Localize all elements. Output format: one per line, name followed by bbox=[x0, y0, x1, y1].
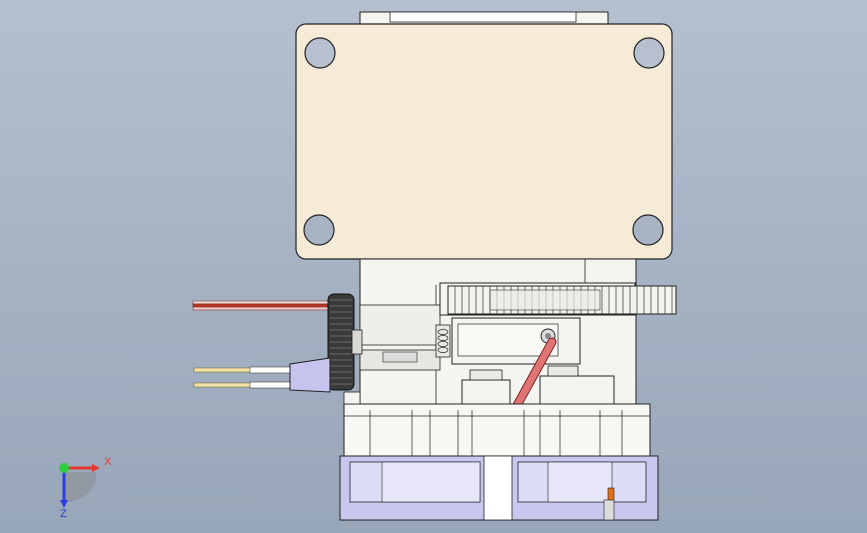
top-cap bbox=[359, 11, 609, 27]
mount-hole-bottom-right bbox=[632, 214, 664, 246]
spring-lever bbox=[435, 317, 581, 365]
mount-hole-bottom-left bbox=[303, 214, 335, 246]
pink-rod bbox=[510, 337, 557, 414]
knurled-knob bbox=[327, 293, 363, 391]
mount-hole-top-left bbox=[304, 37, 336, 69]
triad-graphic bbox=[59, 463, 100, 508]
z-axis-label: Z bbox=[60, 508, 67, 520]
blue-base bbox=[339, 455, 659, 521]
sensor-cable bbox=[193, 357, 331, 393]
coordinate-triad-icon: X Z bbox=[40, 452, 120, 522]
lower-frame bbox=[343, 391, 651, 457]
mount-hole-top-right bbox=[633, 37, 665, 69]
gear-assembly bbox=[439, 282, 677, 316]
x-axis-label: X bbox=[104, 456, 112, 468]
support-posts bbox=[461, 365, 615, 405]
red-wire-bundle bbox=[192, 300, 334, 311]
motor-mounting-plate bbox=[295, 23, 673, 260]
